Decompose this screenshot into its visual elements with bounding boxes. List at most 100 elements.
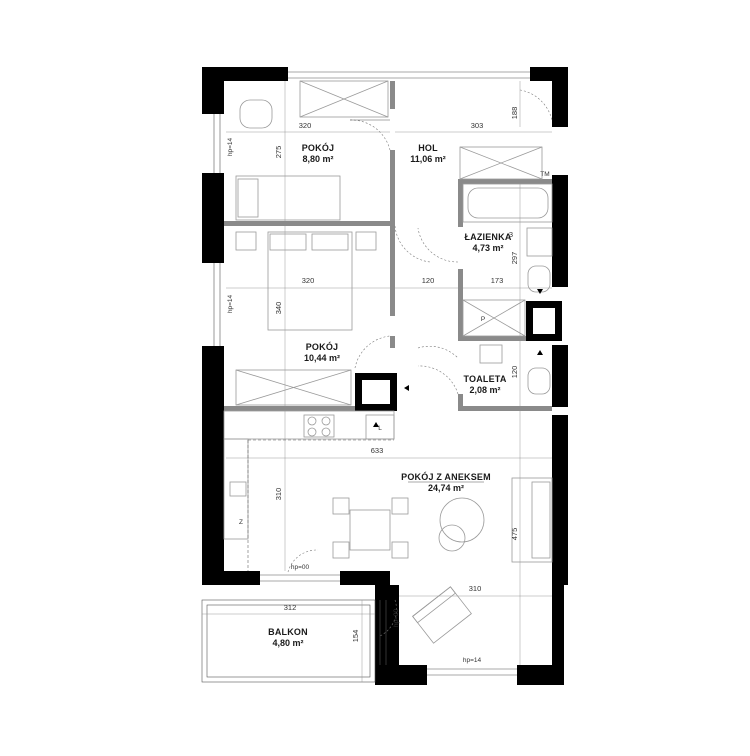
dimension-lines — [202, 81, 552, 682]
p-label: P — [481, 316, 485, 323]
room-name-pokoj1: POKÓJ — [302, 142, 335, 153]
hp-label-4: hp=00 — [393, 608, 400, 627]
wall-left-3 — [202, 346, 224, 571]
annotations: hp=14 hp=14 hp=00 hp=00 hp=14 TM P L Z — [227, 137, 550, 664]
dim-475: 475 — [510, 528, 519, 541]
dim-173: 173 — [491, 276, 504, 285]
wall-top-left-ext — [224, 67, 288, 81]
dim-120-mid: 120 — [422, 276, 435, 285]
wardrobe-room2 — [235, 369, 352, 406]
bath-sink — [526, 227, 553, 257]
dim-154: 154 — [351, 630, 360, 643]
partition-p2-bottom — [224, 406, 355, 411]
partition-bath-wc — [458, 336, 526, 341]
wall-right-4 — [552, 585, 564, 685]
room-name-pokoj2: POKÓJ — [306, 341, 339, 352]
partitions — [224, 81, 552, 411]
partition-vert-hol-1 — [390, 81, 395, 109]
furniture — [223, 80, 553, 644]
hp-label-5: hp=14 — [463, 657, 482, 664]
wall-top-left — [202, 67, 224, 81]
dim-320-mid: 320 — [302, 276, 315, 285]
arrow-icon-1 — [404, 385, 409, 391]
wardrobe-room1 — [299, 80, 389, 118]
dim-120-wc: 120 — [510, 366, 519, 379]
hp-label-2: hp=14 — [227, 294, 234, 313]
bed-room1 — [235, 175, 341, 221]
kitchen-side-counter — [223, 438, 249, 540]
windows-bottom — [260, 574, 517, 676]
sofa — [511, 477, 553, 563]
armchair — [412, 586, 472, 644]
partition-p1-p2 — [224, 221, 392, 226]
wall-bottom-left — [202, 571, 260, 585]
cooktop — [303, 414, 335, 438]
room-area-balkon: 4,80 m² — [272, 638, 303, 648]
shaft-inner-2 — [533, 308, 555, 334]
partition-bath-top — [458, 179, 552, 184]
dim-633: 633 — [371, 446, 384, 455]
partition-wc-bottom — [458, 406, 552, 411]
wall-bottom-right — [399, 665, 427, 685]
wall-bottom-right-2 — [517, 665, 564, 685]
wall-left-2 — [202, 173, 224, 263]
bathtub — [462, 183, 553, 223]
partition-p2-small — [390, 336, 395, 348]
wall-right-2 — [552, 345, 568, 407]
exterior-walls — [202, 67, 568, 685]
bed-room2 — [267, 231, 353, 331]
partition-bath-left-2 — [458, 269, 463, 337]
room-name-lazienka: ŁAZIENKA — [464, 232, 511, 242]
dim-297: 297 — [510, 252, 519, 265]
doors — [287, 89, 553, 637]
room-name-salon: POKÓJ Z ANEKSEM — [401, 471, 491, 482]
washer-box — [462, 299, 526, 337]
room-area-lazienka: 4,73 m² — [472, 243, 503, 253]
hp-label-3: hp=00 — [291, 564, 310, 571]
wall-top-right-post — [552, 67, 568, 127]
shaft-inner-1 — [362, 380, 390, 404]
arrow-icon-4 — [373, 422, 379, 427]
dim-3: 3 — [509, 230, 513, 239]
wc-toilet — [527, 367, 551, 395]
coffee-table — [439, 497, 485, 543]
wall-right-3 — [552, 415, 568, 585]
room-name-toaleta: TOALETA — [463, 374, 506, 384]
room-area-hol: 11,06 m² — [410, 154, 446, 164]
dim-320-top: 320 — [299, 121, 312, 130]
l-label: L — [378, 425, 382, 432]
dim-340: 340 — [274, 302, 283, 315]
room-name-balkon: BALKON — [268, 627, 308, 637]
arrow-icon-3 — [537, 350, 543, 355]
dim-188: 188 — [510, 107, 519, 120]
room-area-salon: 24,74 m² — [428, 483, 464, 493]
dimension-labels: 320 303 188 275 320 120 173 297 3 340 12… — [274, 107, 519, 643]
room-area-pokoj2: 10,44 m² — [304, 353, 340, 363]
balcony — [201, 599, 376, 683]
dim-310-bottom: 310 — [469, 584, 482, 593]
partition-wc-left — [458, 394, 463, 411]
room-area-toaleta: 2,08 m² — [469, 385, 500, 395]
dim-275: 275 — [274, 146, 283, 159]
wardrobe-hol — [459, 146, 543, 180]
wall-left-1 — [202, 81, 224, 114]
room-name-hol: HOL — [418, 143, 438, 153]
wall-right-1 — [552, 175, 568, 287]
windows-left — [213, 71, 530, 346]
dim-312: 312 — [284, 603, 297, 612]
fridge — [365, 414, 395, 440]
partition-vert-hol-2 — [390, 150, 395, 226]
room-labels: POKÓJ 8,80 m² HOL 11,06 m² ŁAZIENKA 4,73… — [268, 142, 511, 648]
arrow-icon-2 — [537, 289, 543, 294]
wc-sink — [479, 344, 503, 364]
dim-310-left: 310 — [274, 488, 283, 501]
z-label: Z — [239, 519, 243, 526]
dim-303: 303 — [471, 121, 484, 130]
chair-room1 — [239, 99, 273, 129]
wall-bottom-pier — [375, 585, 399, 685]
partition-bath-left — [458, 179, 463, 227]
partition-vert-hol-3 — [390, 226, 395, 316]
room-area-pokoj1: 8,80 m² — [302, 154, 333, 164]
tm-label: TM — [540, 171, 549, 178]
